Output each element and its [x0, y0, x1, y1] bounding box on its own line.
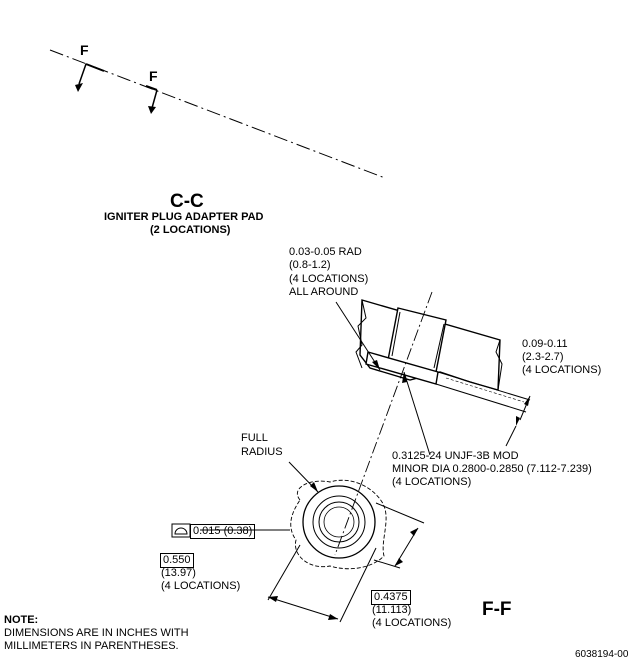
section-ff-title: F-F: [482, 599, 512, 620]
spacing-dimension-count: (4 LOCATIONS): [372, 617, 452, 629]
full-radius-line1: FULL: [241, 432, 268, 444]
thickness-callout-line3: (4 LOCATIONS): [522, 364, 602, 376]
leader-arrows: [310, 360, 530, 492]
profile-tolerance-frame: [171, 523, 191, 538]
radius-callout-line2: (0.8-1.2): [289, 259, 331, 271]
section-cc-count: (2 LOCATIONS): [150, 224, 231, 236]
profile-tolerance-value: 0.015 (0.38): [190, 524, 256, 539]
cutting-plane-label-a: F: [80, 42, 89, 58]
section-cc-title: C-C: [170, 191, 204, 212]
thread-callout-line1: 0.3125-24 UNJF-3B MOD: [392, 450, 519, 462]
thread-callout-line3: (4 LOCATIONS): [392, 476, 472, 488]
boss-plan-view: [290, 479, 387, 570]
width-dimension-metric: (13.97): [161, 567, 196, 579]
note-line1: DIMENSIONS ARE IN INCHES WITH: [4, 627, 189, 639]
radius-callout-line4: ALL AROUND: [289, 286, 359, 298]
full-radius-line2: RADIUS: [241, 446, 283, 458]
cutting-plane-label-b: F: [149, 68, 158, 84]
thickness-callout-line2: (2.3-2.7): [522, 351, 564, 363]
section-cc-subtitle: IGNITER PLUG ADAPTER PAD: [104, 211, 264, 223]
drawing-number: 6038194-00: [575, 649, 629, 660]
dimension-arrows: [268, 528, 418, 620]
cutting-plane-arrows: [75, 83, 156, 114]
radius-callout-line3: (4 LOCATIONS): [289, 273, 369, 285]
radius-callout-line1: 0.03-0.05 RAD: [289, 246, 362, 258]
pad-cross-section: [355, 299, 531, 413]
width-dimension-value: 0.550: [160, 553, 194, 568]
note-line2: MILLIMETERS IN PARENTHESES.: [4, 640, 179, 652]
width-dimension-count: (4 LOCATIONS): [161, 580, 241, 592]
note-heading: NOTE:: [4, 614, 39, 626]
centerline: [334, 291, 433, 556]
spacing-dimension-metric: (11.113): [372, 604, 412, 616]
cutting-plane-line: [49, 49, 386, 179]
thickness-callout-line1: 0.09-0.11: [522, 338, 568, 350]
thread-callout-line2: MINOR DIA 0.2800-0.2850 (7.112-7.239): [392, 463, 592, 475]
spacing-dimension-value: 0.4375: [371, 590, 411, 605]
